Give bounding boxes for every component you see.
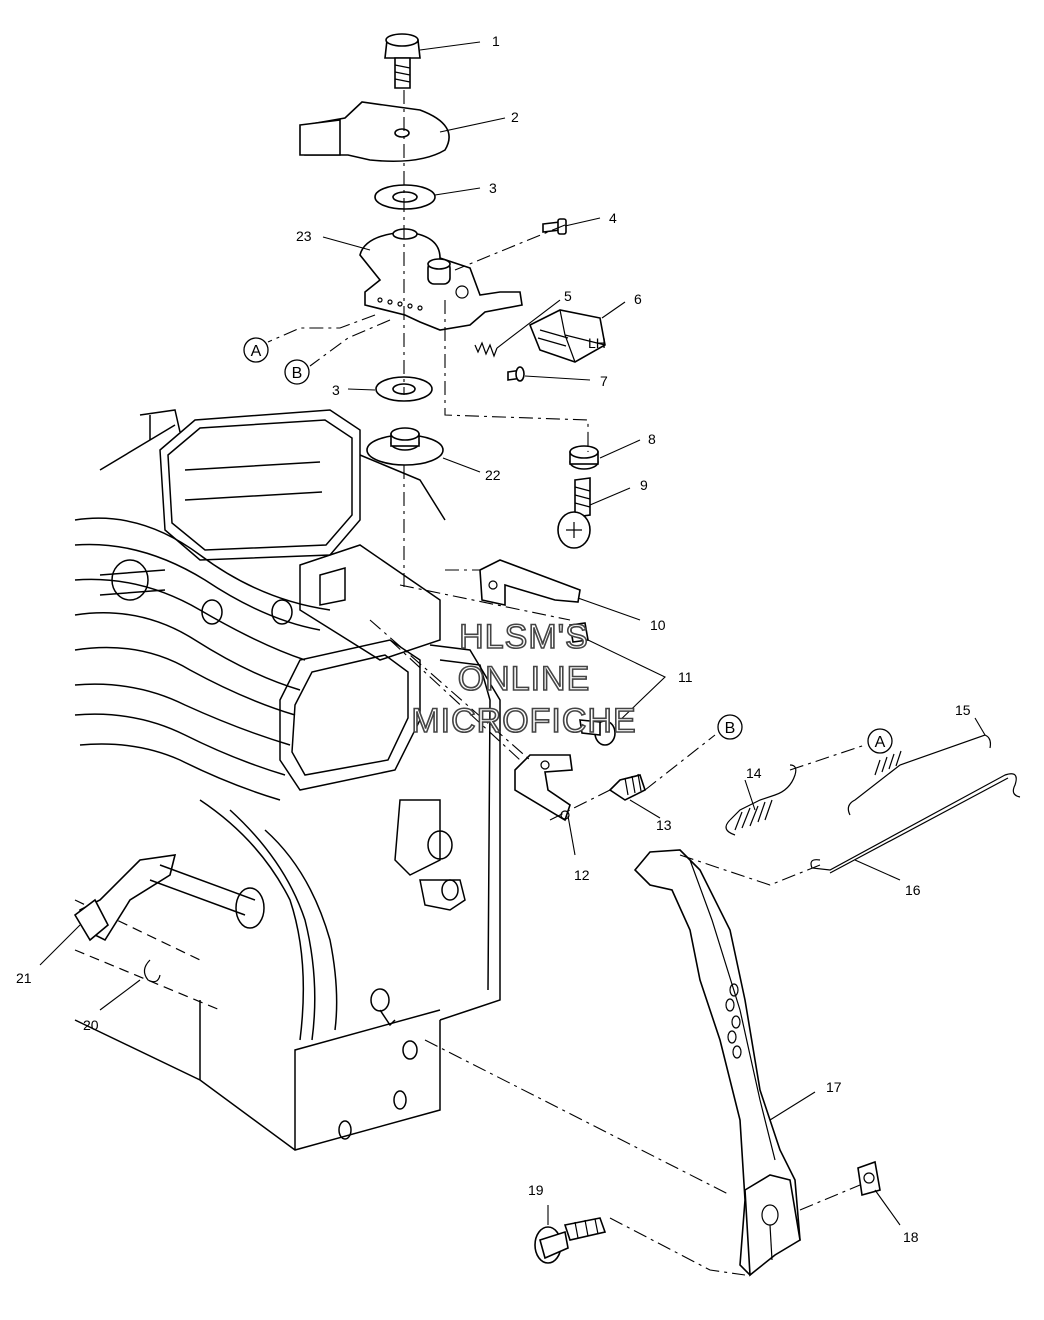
- callout-21: 21: [16, 970, 32, 986]
- callout-19: 19: [528, 1182, 544, 1198]
- part-21-knob: [73, 898, 110, 942]
- part-17-lever: [633, 849, 801, 1277]
- part-23-lever-assembly: [359, 228, 523, 331]
- watermark: HLSM'S ONLINE MICROFICHE: [411, 617, 637, 741]
- callout-16: 16: [905, 882, 921, 898]
- callout-labels: 1 2 3 3 4 5 6 7 8 9 10 11 12 13 14 15 16…: [16, 33, 971, 1245]
- part-10-bracket: [479, 559, 581, 606]
- part-3-washer-upper: [374, 184, 436, 210]
- callout-6: 6: [634, 291, 642, 307]
- callout-3-upper: 3: [489, 180, 497, 196]
- part-8-collar: [569, 445, 599, 470]
- callout-9: 9: [640, 477, 648, 493]
- svg-text:A: A: [251, 343, 262, 360]
- part-4-screw: [542, 218, 567, 235]
- callout-3-lower: 3: [332, 382, 340, 398]
- callout-7: 7: [600, 373, 608, 389]
- callout-18: 18: [903, 1229, 919, 1245]
- part-14-spring: [725, 764, 797, 836]
- callout-10: 10: [650, 617, 666, 633]
- part-18-nut: [857, 1160, 881, 1197]
- callout-22: 22: [485, 467, 501, 483]
- part-2-plate: [299, 101, 450, 163]
- ref-a-right: A: [867, 728, 893, 754]
- callout-11: 11: [678, 669, 693, 685]
- part-11-screws: [569, 622, 616, 746]
- callout-14: 14: [746, 765, 762, 781]
- svg-text:B: B: [725, 720, 736, 737]
- callout-4: 4: [609, 210, 617, 226]
- part-1-bolt: [384, 33, 421, 89]
- part-12-bracket: [514, 754, 573, 822]
- assembly-lines: [267, 90, 866, 1276]
- part-5-spring: [474, 341, 498, 358]
- callout-12: 12: [574, 867, 590, 883]
- callout-15: 15: [955, 702, 971, 718]
- callout-8: 8: [648, 431, 656, 447]
- callout-23: 23: [296, 228, 312, 244]
- ref-a-left: A: [243, 337, 269, 363]
- callout-20: 20: [83, 1017, 99, 1033]
- callout-13: 13: [656, 817, 672, 833]
- ref-b-left: B: [284, 359, 310, 385]
- ref-b-right: B: [717, 714, 743, 740]
- callout-17: 17: [826, 1079, 842, 1095]
- watermark-line-3: MICROFICHE: [411, 702, 636, 740]
- part-22-pulley: [366, 427, 444, 466]
- part-19-bolt: [534, 1217, 607, 1264]
- part-15-spring: [847, 734, 992, 816]
- part-16-rod: [810, 773, 1021, 874]
- part-13-spring: [608, 773, 646, 801]
- reference-letters: A B B A: [243, 337, 893, 754]
- part-6-knob: LH: [528, 309, 606, 363]
- part-9-screw: [557, 477, 591, 549]
- callout-1: 1: [492, 33, 500, 49]
- part6-marking: LH: [588, 335, 606, 351]
- callout-2: 2: [511, 109, 519, 125]
- watermark-line-1: HLSM'S: [459, 618, 589, 656]
- engine-block: [74, 409, 501, 1151]
- svg-text:A: A: [875, 734, 886, 751]
- leader-lines: [39, 41, 986, 1226]
- callout-5: 5: [564, 288, 572, 304]
- watermark-line-2: ONLINE: [458, 660, 591, 698]
- svg-text:B: B: [292, 365, 303, 382]
- part-7-screw: [507, 366, 525, 382]
